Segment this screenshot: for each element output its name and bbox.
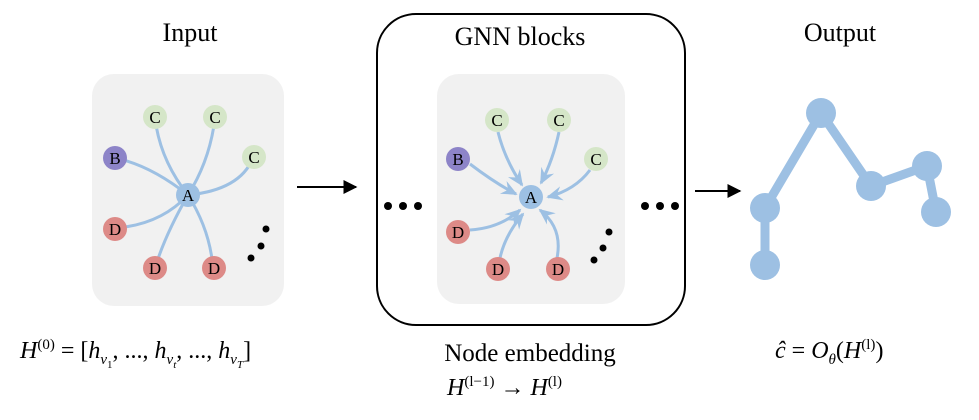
gnn-node-d-left: D	[446, 220, 470, 244]
input-formula: H(0) = [hv1, ..., hvt, ..., hvT]	[20, 337, 252, 371]
msg-b-a	[469, 162, 518, 196]
output-title: Output	[803, 18, 877, 47]
svg-text:D: D	[208, 259, 220, 278]
gnn-graph-edges	[469, 131, 592, 259]
output-node	[806, 98, 836, 128]
gnn-blocks-title: GNN blocks	[454, 22, 586, 51]
gnn-right-ellipsis	[641, 202, 679, 210]
output-node	[912, 151, 942, 181]
msg-d3-a	[538, 208, 560, 259]
svg-text:A: A	[182, 186, 195, 205]
svg-text:C: C	[590, 150, 601, 169]
gnn-left-ellipsis	[384, 202, 422, 210]
svg-text:D: D	[492, 260, 504, 279]
output-node	[750, 193, 780, 223]
gnn-update-formula: H(l−1) → H(l)	[447, 374, 562, 401]
gnn-node-c-top-left: C	[485, 108, 509, 132]
svg-text:C: C	[149, 108, 160, 127]
svg-text:D: D	[149, 259, 161, 278]
node-d-bottom-right: D	[202, 256, 226, 280]
gnn-node-d-bottom-left: D	[486, 257, 510, 281]
gnn-blocks-frame	[376, 13, 686, 326]
msg-c2-a	[539, 131, 561, 185]
node-a: A	[176, 183, 200, 207]
svg-text:B: B	[452, 150, 463, 169]
svg-text:C: C	[491, 111, 502, 130]
svg-text:D: D	[552, 260, 564, 279]
svg-text:A: A	[525, 188, 538, 207]
msg-c1-a	[496, 131, 524, 187]
output-node	[750, 250, 780, 280]
edge-a-d2	[153, 194, 190, 269]
msg-c3-a	[546, 169, 592, 201]
input-graph-nodes: C C C B A D D D	[103, 105, 266, 280]
node-c-top-right: C	[203, 105, 227, 129]
output-node	[921, 197, 951, 227]
node-c-right: C	[242, 145, 266, 169]
output-node	[856, 171, 886, 201]
svg-text:C: C	[248, 148, 259, 167]
edge-a-d1	[114, 193, 190, 230]
node-b: B	[103, 146, 127, 170]
node-c-top-left: C	[143, 105, 167, 129]
edge-a-c2	[186, 117, 217, 196]
svg-text:C: C	[553, 111, 564, 130]
input-more-nodes-dots	[247, 225, 270, 262]
svg-text:D: D	[109, 220, 121, 239]
svg-text:D: D	[452, 223, 464, 242]
svg-text:C: C	[209, 108, 220, 127]
gnn-node-d-bottom-right: D	[546, 257, 570, 281]
output-graph	[750, 98, 951, 280]
msg-d2-a	[498, 212, 525, 259]
gnn-node-c-top-right: C	[547, 108, 571, 132]
gnn-node-c-right: C	[584, 147, 608, 171]
gnn-graph-nodes: C C C B A D D D	[446, 108, 608, 281]
gnn-node-b: B	[446, 147, 470, 171]
gnn-node-a: A	[519, 185, 543, 209]
node-d-bottom-left: D	[143, 256, 167, 280]
input-title: Input	[162, 18, 218, 47]
edge-a-b	[114, 156, 189, 197]
output-formula: ĉ = Oθ(H(l))	[775, 337, 884, 368]
node-d-left: D	[103, 217, 127, 241]
node-embedding-caption: Node embedding	[444, 340, 616, 367]
svg-text:B: B	[109, 149, 120, 168]
gnn-more-nodes-dots	[590, 228, 613, 264]
